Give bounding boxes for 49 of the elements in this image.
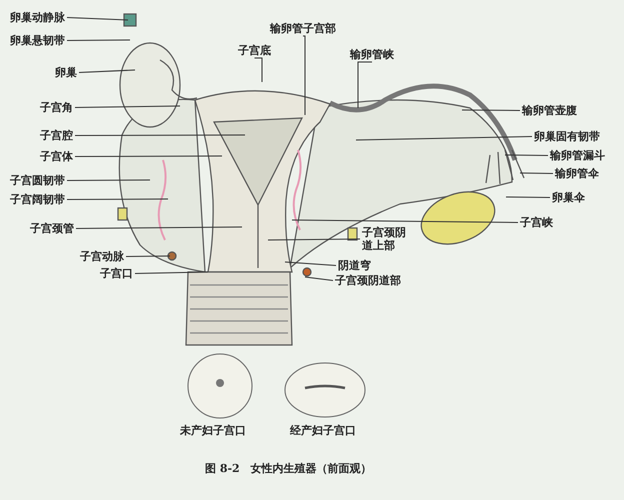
part-label: 阴道穹	[338, 259, 371, 272]
part-label: 卵巢	[55, 66, 77, 79]
leader-line	[66, 40, 130, 41]
part-label: 子宫峡	[520, 216, 553, 229]
leader-line	[356, 136, 532, 140]
leader-line	[66, 180, 150, 181]
part-label: 子宫动脉	[80, 250, 124, 263]
leader-line	[76, 226, 242, 229]
leader-line	[302, 36, 306, 116]
leader-line	[74, 106, 180, 108]
leader-line	[134, 272, 208, 274]
part-label: 子宫体	[40, 150, 73, 163]
leader-line	[268, 238, 360, 240]
part-label: 输卵管峡	[350, 48, 394, 61]
part-label: 输卵管壶腹	[522, 104, 577, 117]
drawing-caption: 经产妇子宫口	[290, 424, 356, 437]
part-label: 卵巢动静脉	[10, 11, 65, 24]
part-label: 子宫腔	[40, 129, 73, 142]
part-label: 子宫口	[100, 267, 133, 280]
part-label: 卵巢伞	[552, 191, 585, 204]
part-label: 子宫颈阴道上部	[362, 226, 408, 252]
part-label: 子宫底	[238, 44, 271, 57]
leader-line	[462, 110, 520, 111]
figure-caption: 图 8-2 女性内生殖器（前面观）	[205, 462, 372, 475]
leader-line	[74, 156, 222, 157]
part-label: 卵巢固有韧带	[534, 130, 600, 143]
leader-line	[126, 256, 170, 257]
part-label: 输卵管子宫部	[270, 22, 336, 35]
leader-line	[74, 134, 246, 136]
part-label: 卵巢悬韧带	[10, 34, 65, 47]
leader-line	[504, 154, 548, 156]
leader-line	[66, 17, 128, 20]
leader-line	[506, 196, 550, 198]
part-label: 输卵管伞	[555, 167, 599, 180]
leader-line	[358, 62, 372, 108]
part-label: 子宫角	[40, 101, 73, 114]
leader-line	[292, 220, 518, 223]
leader-line	[520, 172, 554, 174]
leader-line	[66, 198, 168, 200]
part-label: 子宫圆韧带	[10, 174, 65, 187]
part-label: 子宫阔韧带	[10, 193, 65, 206]
leader-line	[284, 262, 336, 266]
part-label: 输卵管漏斗	[550, 149, 605, 162]
part-label: 子宫颈阴道部	[335, 274, 401, 287]
leader-line	[78, 70, 136, 73]
part-label: 子宫颈管	[30, 222, 74, 235]
leader-line	[304, 276, 334, 281]
drawing-caption: 未产妇子宫口	[180, 424, 246, 437]
leader-line	[254, 58, 262, 82]
